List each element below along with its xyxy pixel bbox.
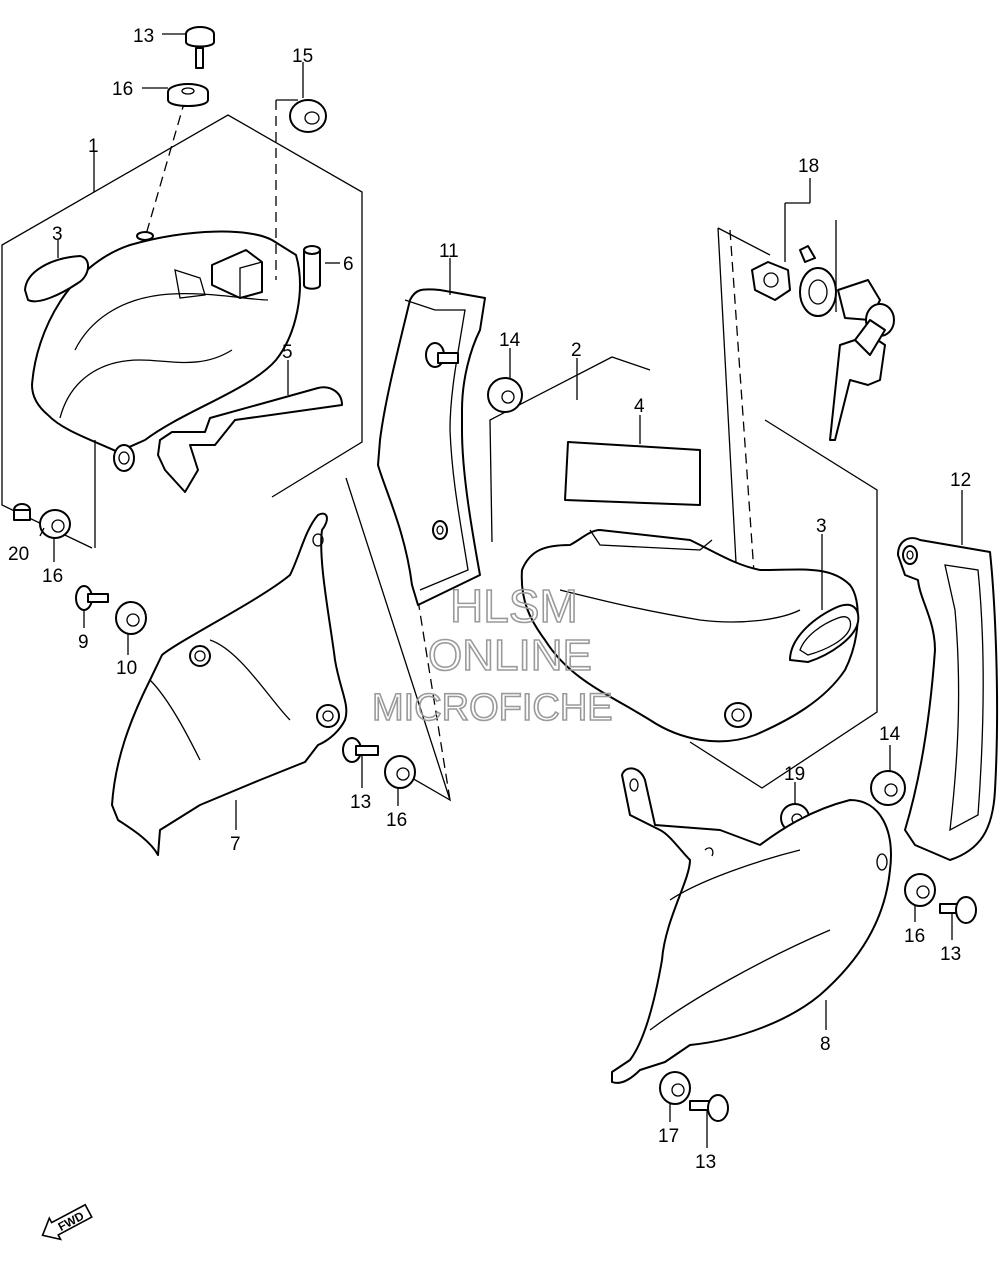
part-2-cover [520,529,859,743]
part-label-3-left: 3 [52,224,63,245]
part-16-grommet-right [904,873,936,907]
part-6-pin [303,245,321,290]
part-label-4: 4 [634,396,645,417]
fwd-arrow: FWD [41,1203,93,1241]
part-label-16-left: 16 [42,566,63,587]
part-12-bracket [897,537,999,861]
part-label-11: 11 [439,241,459,262]
part-label-16-right: 16 [904,926,925,947]
part-16-grommet-top [167,83,209,107]
part-8-cover [611,767,892,1084]
part-label-20: 20 [8,544,29,565]
part-5-strip [157,386,343,493]
group-outline-18 [717,202,837,731]
part-label-13-right: 13 [940,944,961,965]
part-9-screw [75,585,109,611]
part-label-9: 9 [78,632,89,653]
part-11-bracket [377,288,486,606]
part-7-cover [111,512,348,856]
part-label-14-center: 14 [499,330,521,351]
label-leaders [39,33,963,1148]
group-outline-1 [1,114,363,549]
part-label-3-right: 3 [816,516,827,537]
part-3-emblem-right [789,603,860,663]
group-outline-2 [489,356,878,789]
part-13-bolt-bottom [689,1094,729,1122]
part-label-2: 2 [571,340,582,361]
part-label-12: 12 [950,470,971,491]
watermark-line1: HLSM [450,580,578,632]
part-label-5: 5 [282,342,293,363]
part-14-grommet-center [487,377,523,413]
leader-16-top [144,99,186,239]
part-label-13-top: 13 [133,26,154,47]
part-4-label [564,441,701,506]
part-13-bolt-right [939,896,977,924]
part-label-10: 10 [116,658,137,679]
leader-11-7 [417,599,451,801]
part-label-13-center: 13 [350,792,371,813]
part-label-17: 17 [658,1126,679,1147]
part-label-13-bottom: 13 [695,1152,716,1173]
part-17-grommet [659,1071,691,1105]
part-10-grommet [115,601,147,635]
part-label-18: 18 [798,156,819,177]
part-label-8: 8 [820,1034,831,1055]
part-16-grommet-center [384,755,416,789]
part-18-key-set [751,245,895,441]
part-label-7: 7 [230,834,241,855]
part-13-bolt-top [185,26,215,69]
part-label-15: 15 [292,46,313,67]
part-label-16-center: 16 [386,810,407,831]
part-label-1: 1 [88,136,99,157]
part-1-cover [31,230,301,472]
watermark-line3: MICROFICHE [372,687,613,729]
part-label-19: 19 [784,764,805,785]
part-15-grommet [289,99,327,133]
part-label-14-right: 14 [879,724,901,745]
part-3-emblem-left [24,255,89,303]
part-20-bolt [13,503,31,521]
group-outline-11 [345,477,452,802]
part-13-bolt-center [342,737,379,763]
part-label-6: 6 [343,254,354,275]
watermark-line2: ONLINE [428,631,592,680]
part-14-grommet-right [870,770,906,806]
part-label-16-top: 16 [112,79,133,100]
part-16-grommet-left [39,509,71,539]
